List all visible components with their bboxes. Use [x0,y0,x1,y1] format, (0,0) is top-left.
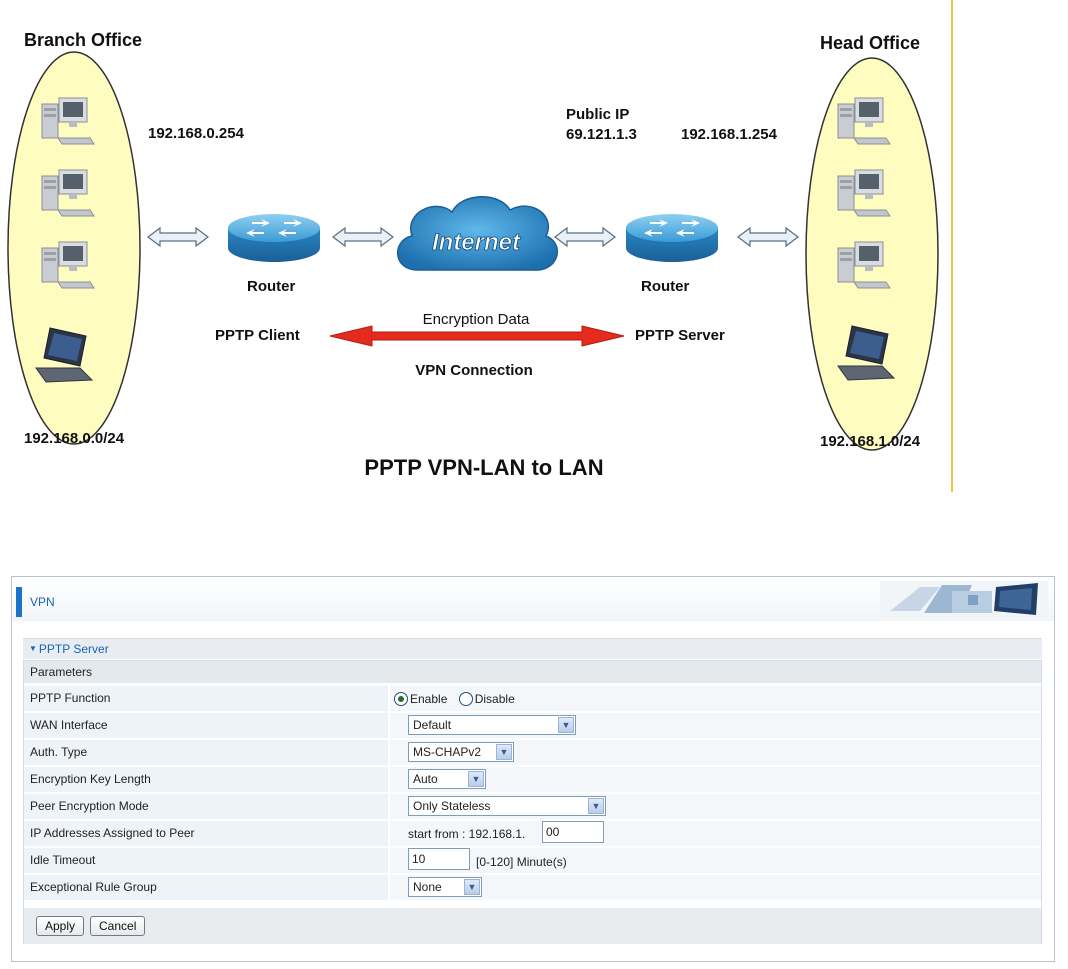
chevron-down-icon[interactable]: ▼ [558,717,574,733]
router-right-icon [626,214,718,262]
wan-interface-label: WAN Interface [30,718,108,732]
peer-mode-label: Peer Encryption Mode [30,799,149,813]
idle-timeout-label: Idle Timeout [30,853,96,867]
head-gateway-ip: 192.168.1.254 [681,126,778,143]
pptp-enable-label[interactable]: Enable [410,691,448,706]
ip-start-input[interactable]: 00 [542,821,604,843]
double-arrow-icon [554,227,616,247]
row-idle-timeout: Idle Timeout 10 [0-120] Minute(s) [24,847,1041,873]
triangle-down-icon: ▼ [29,644,37,653]
router-right-label: Router [641,278,689,295]
vpn-panel: VPN ▼PPTP Server Parameters PPTP Functio… [11,576,1055,962]
section-header-pptp-server[interactable]: ▼PPTP Server [23,638,1042,659]
internet-cloud-icon [396,196,558,271]
head-subnet-label: 192.168.1.0/24 [820,433,921,450]
public-ip-value: 69.121.1.3 [566,126,637,143]
double-arrow-icon [147,227,209,247]
key-length-value: Auto [413,772,438,786]
pptp-client-label: PPTP Client [215,327,300,344]
double-arrow-icon [737,227,799,247]
vpn-connection-label: VPN Connection [415,362,533,379]
idle-timeout-range: [0-120] Minute(s) [476,855,567,869]
vpn-header: VPN [12,577,1054,621]
chevron-down-icon[interactable]: ▼ [588,798,604,814]
auth-type-label: Auth. Type [30,745,88,759]
row-key-length: Encryption Key Length Auto ▼ [24,766,1041,792]
header-decoration-icon [880,581,1048,617]
double-arrow-icon [332,227,394,247]
idle-timeout-value: 10 [412,852,426,866]
public-ip-label: Public IP [566,106,629,123]
pptp-network-diagram: Internet Branch Office Head Office 192.1… [7,0,953,492]
router-left-label: Router [247,278,295,295]
parameters-heading-text: Parameters [30,665,93,679]
ip-start-value: 00 [546,825,560,839]
auth-type-select[interactable]: MS-CHAPv2 ▼ [408,742,514,762]
page-title: VPN [30,595,55,609]
key-length-label: Encryption Key Length [30,772,151,786]
row-rule-group: Exceptional Rule Group None ▼ [24,874,1041,900]
pptp-enable-radio[interactable] [394,691,408,706]
encryption-arrow [329,325,625,347]
pptp-disable-radio[interactable] [458,691,473,706]
row-peer-encryption-mode: Peer Encryption Mode Only Stateless ▼ [24,793,1041,819]
chevron-down-icon[interactable]: ▼ [464,879,480,895]
chevron-down-icon[interactable]: ▼ [496,744,512,760]
cancel-button[interactable]: Cancel [90,916,146,936]
section-title: PPTP Server [38,642,109,656]
key-length-select[interactable]: Auto ▼ [408,769,486,789]
row-wan-interface: WAN Interface Default ▼ [24,712,1041,738]
chevron-down-icon[interactable]: ▼ [468,771,484,787]
rule-group-value: None [413,880,442,894]
peer-mode-select[interactable]: Only Stateless ▼ [408,796,606,816]
row-pptp-function: PPTP Function Enable Disable [24,685,1041,711]
idle-timeout-input[interactable]: 10 [408,848,470,870]
router-left-icon [228,214,320,262]
branch-gateway-ip: 192.168.0.254 [148,125,245,142]
apply-button[interactable]: Apply [36,916,85,936]
auth-type-value: MS-CHAPv2 [413,745,482,759]
wan-interface-value: Default [413,718,452,732]
wan-interface-select[interactable]: Default ▼ [408,715,576,735]
head-office-label: Head Office [820,33,920,53]
rule-group-select[interactable]: None ▼ [408,877,482,897]
rule-group-label: Exceptional Rule Group [30,880,157,894]
parameters-table: Parameters PPTP Function Enable Disable … [23,660,1042,944]
branch-office-label: Branch Office [24,30,142,50]
branch-subnet-label: 192.168.0.0/24 [24,430,125,447]
pptp-function-label: PPTP Function [30,691,111,705]
ip-assigned-label: IP Addresses Assigned to Peer [30,826,195,840]
row-auth-type: Auth. Type MS-CHAPv2 ▼ [24,739,1041,765]
button-row: Apply Cancel [24,908,1041,944]
row-ip-assigned: IP Addresses Assigned to Peer start from… [24,820,1041,846]
peer-mode-value: Only Stateless [413,799,491,813]
parameters-heading: Parameters [24,661,1041,683]
header-accent-bar [16,587,22,617]
pptp-server-label: PPTP Server [635,327,725,344]
encryption-data-label: Encryption Data [423,311,530,328]
pptp-disable-label[interactable]: Disable [474,691,515,706]
internet-label: Internet [432,229,521,256]
diagram-title: PPTP VPN-LAN to LAN [364,455,603,480]
ip-prefix-text: start from : 192.168.1. [408,827,526,841]
